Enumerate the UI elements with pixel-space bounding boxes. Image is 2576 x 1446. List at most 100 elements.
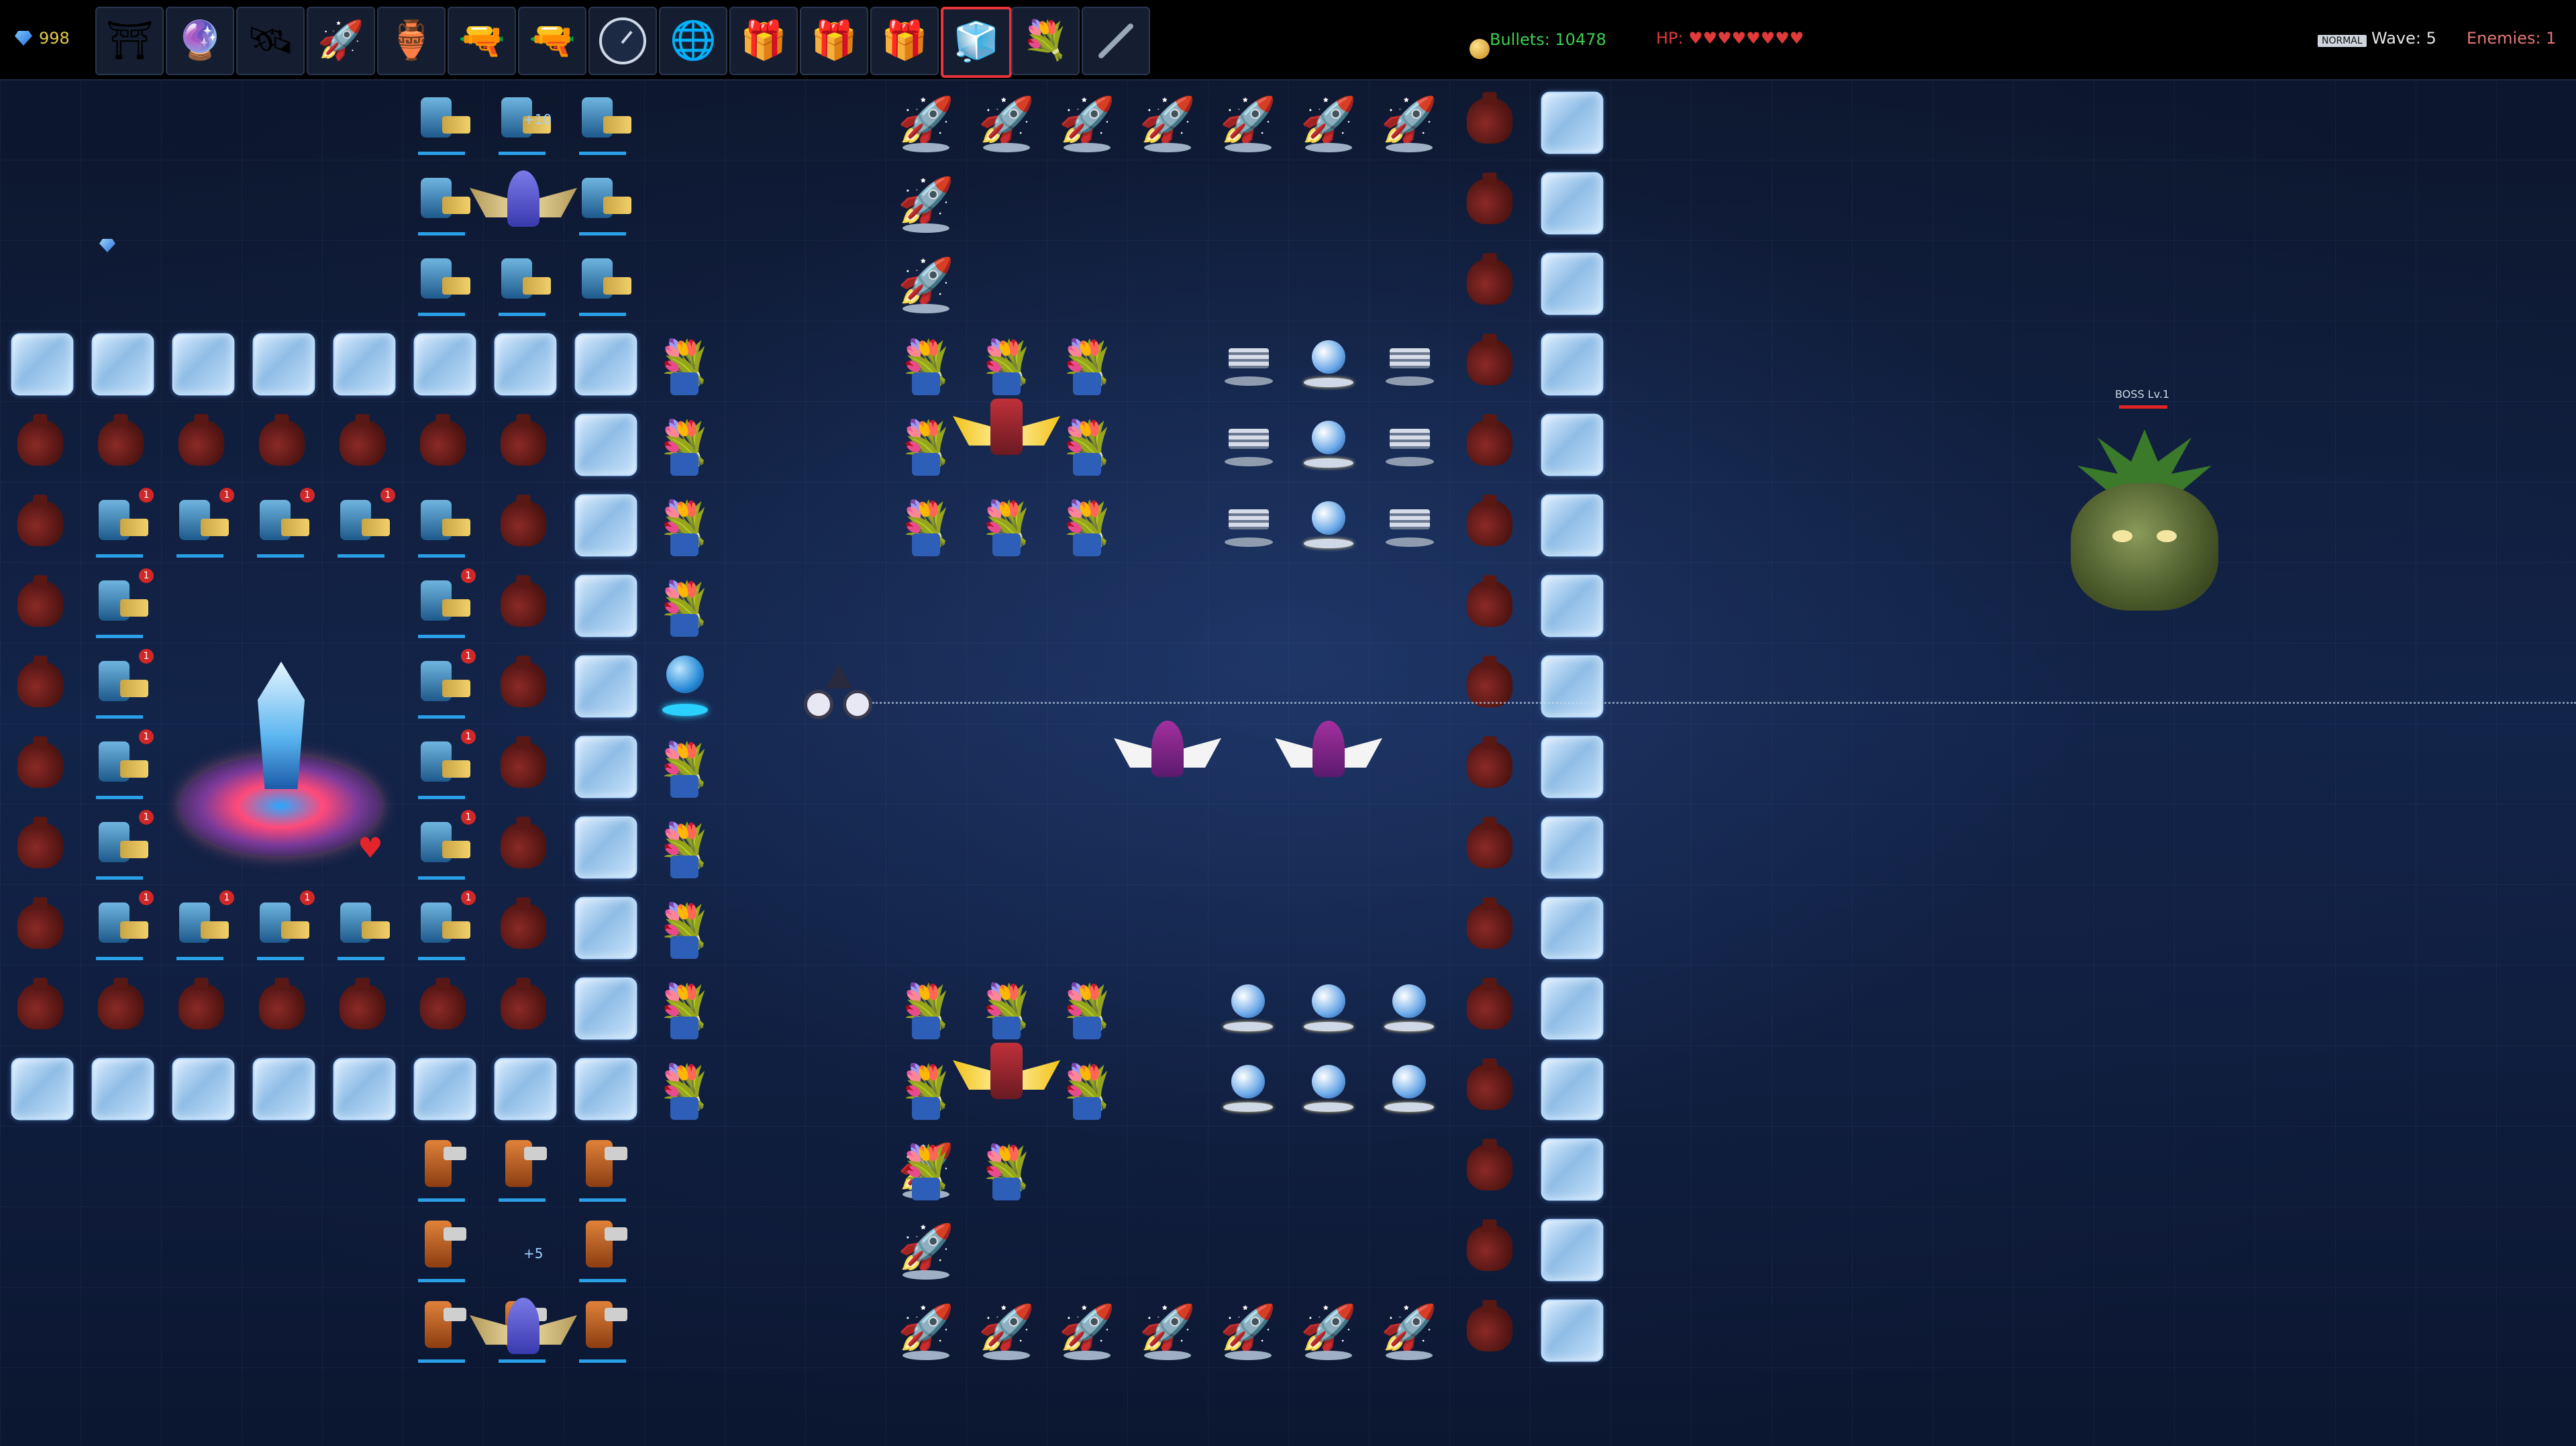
cannon-tower[interactable] <box>567 1131 641 1204</box>
vase-tower[interactable] <box>1466 414 1513 466</box>
flower-tower[interactable]: 💐 <box>889 325 963 399</box>
orb-tower[interactable] <box>1372 970 1446 1043</box>
flower-tower[interactable]: 💐 <box>970 325 1043 399</box>
rocket-tower[interactable]: 🚀 <box>1372 1292 1446 1365</box>
rocket-tower[interactable]: 🚀 <box>889 164 963 238</box>
vase-tower[interactable] <box>1466 736 1513 788</box>
gun-tower[interactable]: 1 <box>406 728 480 802</box>
toolbar-slot-clock[interactable] <box>588 7 657 75</box>
vase-tower[interactable] <box>500 414 547 466</box>
ice-tower[interactable] <box>494 333 557 396</box>
flower-tower[interactable]: 💐 <box>1050 406 1124 480</box>
flower-tower[interactable]: 💐 <box>889 970 963 1043</box>
orb-tower[interactable] <box>1292 970 1366 1043</box>
rocket-tower[interactable]: 🚀 <box>889 245 963 319</box>
cannon-tower[interactable] <box>406 1211 480 1285</box>
vase-tower[interactable] <box>500 897 547 949</box>
toolbar-slot-clay-vase[interactable]: 🏺 <box>377 7 446 75</box>
vase-tower[interactable] <box>500 495 547 547</box>
vase-tower[interactable] <box>258 978 305 1030</box>
toolbar-slot-orb-turret[interactable]: 🔮 <box>166 7 234 75</box>
ice-tower[interactable] <box>1541 413 1604 476</box>
vase-tower[interactable] <box>1466 495 1513 547</box>
vase-tower[interactable] <box>1466 1219 1513 1272</box>
rail-tower[interactable] <box>1211 486 1285 560</box>
toolbar-slot-gift-blue[interactable]: 🎁 <box>729 7 798 75</box>
flower-tower[interactable]: 💐 <box>648 486 721 560</box>
winged-red-ally[interactable] <box>953 389 1060 470</box>
rocket-tower[interactable]: 🚀 <box>970 1292 1043 1365</box>
ice-tower[interactable] <box>413 333 476 396</box>
rocket-tower[interactable]: 🚀 <box>1050 1292 1124 1365</box>
rocket-tower[interactable]: 🚀 <box>1050 84 1124 158</box>
vase-tower[interactable] <box>500 978 547 1030</box>
flower-tower[interactable]: 💐 <box>648 1050 721 1124</box>
ice-tower[interactable] <box>11 333 74 396</box>
rocket-tower[interactable]: 🚀 <box>1292 1292 1366 1365</box>
gun-tower[interactable]: 1 <box>325 486 399 560</box>
vase-tower[interactable] <box>419 414 466 466</box>
rocket-tower[interactable]: 🚀 <box>1372 84 1446 158</box>
ice-tower[interactable] <box>1541 494 1604 557</box>
toolbar-slot-gatling[interactable]: 🔫 <box>518 7 586 75</box>
flower-tower[interactable]: 💐 <box>648 406 721 480</box>
ice-tower[interactable] <box>1541 816 1604 879</box>
rocket-tower[interactable]: 🚀 <box>970 84 1043 158</box>
vase-tower[interactable] <box>1466 575 1513 627</box>
ice-tower[interactable] <box>574 494 637 557</box>
cannon-tower[interactable] <box>486 1131 560 1204</box>
ice-tower[interactable] <box>574 413 637 476</box>
ice-tower[interactable] <box>1541 172 1604 235</box>
toolbar-slot-dark-portal[interactable]: ⛩ <box>95 7 164 75</box>
ice-tower[interactable] <box>1541 574 1604 637</box>
vase-tower[interactable] <box>419 978 466 1030</box>
gun-tower[interactable]: 1 <box>245 889 319 963</box>
vase-tower[interactable] <box>97 414 144 466</box>
flower-tower[interactable]: 💐 <box>889 406 963 480</box>
toolbar-slot-rail-turret[interactable]: 🛰 <box>236 7 305 75</box>
ice-tower[interactable] <box>574 816 637 879</box>
vase-tower[interactable] <box>1466 92 1513 144</box>
vase-tower[interactable] <box>258 414 305 466</box>
orb-tower[interactable] <box>1211 1050 1285 1124</box>
vase-tower[interactable] <box>500 817 547 869</box>
vase-tower[interactable] <box>17 656 64 708</box>
rocket-tower[interactable]: 🚀 <box>1211 84 1285 158</box>
vase-tower[interactable] <box>17 897 64 949</box>
rocket-tower[interactable]: 🚀 <box>1292 84 1366 158</box>
gun-tower[interactable]: 1 <box>406 889 480 963</box>
gun-tower[interactable]: 1 <box>84 567 158 641</box>
vase-tower[interactable] <box>1466 1139 1513 1191</box>
rail-tower[interactable] <box>1372 406 1446 480</box>
toolbar-slot-gift-gold[interactable]: 🎁 <box>800 7 868 75</box>
gun-tower[interactable]: 1 <box>406 567 480 641</box>
ice-tower[interactable] <box>574 896 637 960</box>
winged-red-ally[interactable] <box>953 1033 1060 1114</box>
vase-tower[interactable] <box>17 414 64 466</box>
toolbar-slot-ice-block[interactable]: 🧊 <box>941 7 1012 78</box>
vase-tower[interactable] <box>17 817 64 869</box>
vase-tower[interactable] <box>1466 253 1513 305</box>
ice-tower[interactable] <box>574 1057 637 1121</box>
ice-tower[interactable] <box>172 1057 235 1121</box>
rocket-tower[interactable]: 🚀 <box>889 1211 963 1285</box>
gun-tower[interactable]: 1 <box>84 648 158 721</box>
flower-tower[interactable]: 💐 <box>970 1131 1043 1204</box>
rocket-tower[interactable]: 🚀 <box>1211 1292 1285 1365</box>
ice-tower[interactable] <box>91 333 154 396</box>
vase-tower[interactable] <box>17 495 64 547</box>
ice-tower[interactable] <box>1541 977 1604 1040</box>
toolbar-slot-cannon[interactable]: 🔫 <box>448 7 516 75</box>
gun-tower[interactable] <box>406 486 480 560</box>
gun-tower[interactable] <box>486 84 560 158</box>
vase-tower[interactable] <box>1466 1058 1513 1111</box>
wizard-robot-unit[interactable] <box>796 664 883 745</box>
cannon-tower[interactable] <box>406 1292 480 1365</box>
vase-tower[interactable] <box>1466 978 1513 1030</box>
flower-tower[interactable]: 💐 <box>889 1050 963 1124</box>
orb-tower[interactable] <box>1372 1050 1446 1124</box>
flower-tower[interactable]: 💐 <box>1050 325 1124 399</box>
flower-tower[interactable]: 💐 <box>970 486 1043 560</box>
gun-tower[interactable] <box>567 164 641 238</box>
vase-tower[interactable] <box>500 736 547 788</box>
